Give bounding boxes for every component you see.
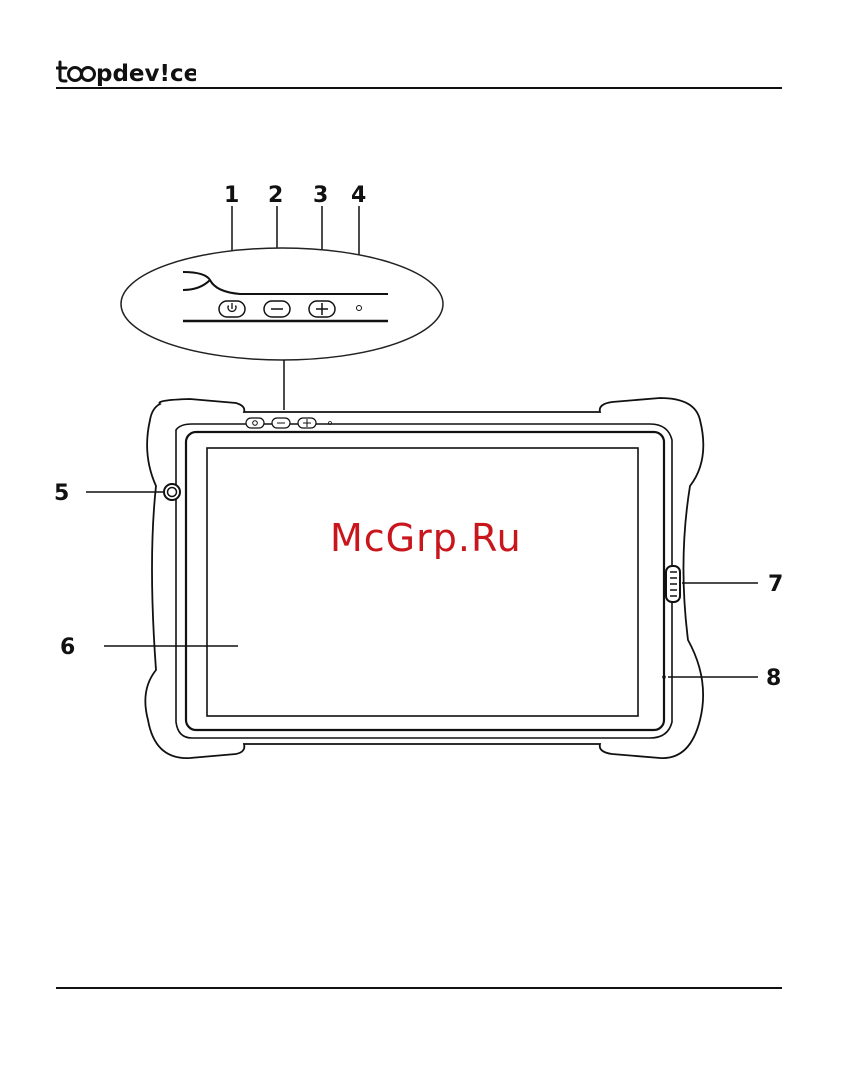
header-rule xyxy=(56,87,782,89)
callout-8: 8 xyxy=(766,666,781,691)
callout-7: 7 xyxy=(768,572,783,597)
callout-4: 4 xyxy=(351,183,366,208)
logo-text-tail: pdev!ce xyxy=(96,61,196,86)
minus-icon xyxy=(264,301,290,317)
topdevice-logo: pdev!ce xyxy=(56,56,196,86)
logo-svg: pdev!ce xyxy=(56,56,196,86)
tablet-diagram: 1 2 3 4 xyxy=(0,150,853,790)
tablet-screen xyxy=(207,448,638,716)
callout-2: 2 xyxy=(268,183,283,208)
plus-icon xyxy=(309,301,335,317)
callout-6: 6 xyxy=(60,635,75,660)
footer-rule xyxy=(56,987,782,989)
speaker-icon xyxy=(666,566,680,602)
led-dot-icon xyxy=(357,306,362,311)
callout-1: 1 xyxy=(224,183,239,208)
callout-5: 5 xyxy=(54,481,69,506)
callout-3: 3 xyxy=(313,183,328,208)
microphone-icon xyxy=(662,675,666,679)
watermark-text: McGrp.Ru xyxy=(330,516,522,560)
power-icon xyxy=(219,301,245,317)
